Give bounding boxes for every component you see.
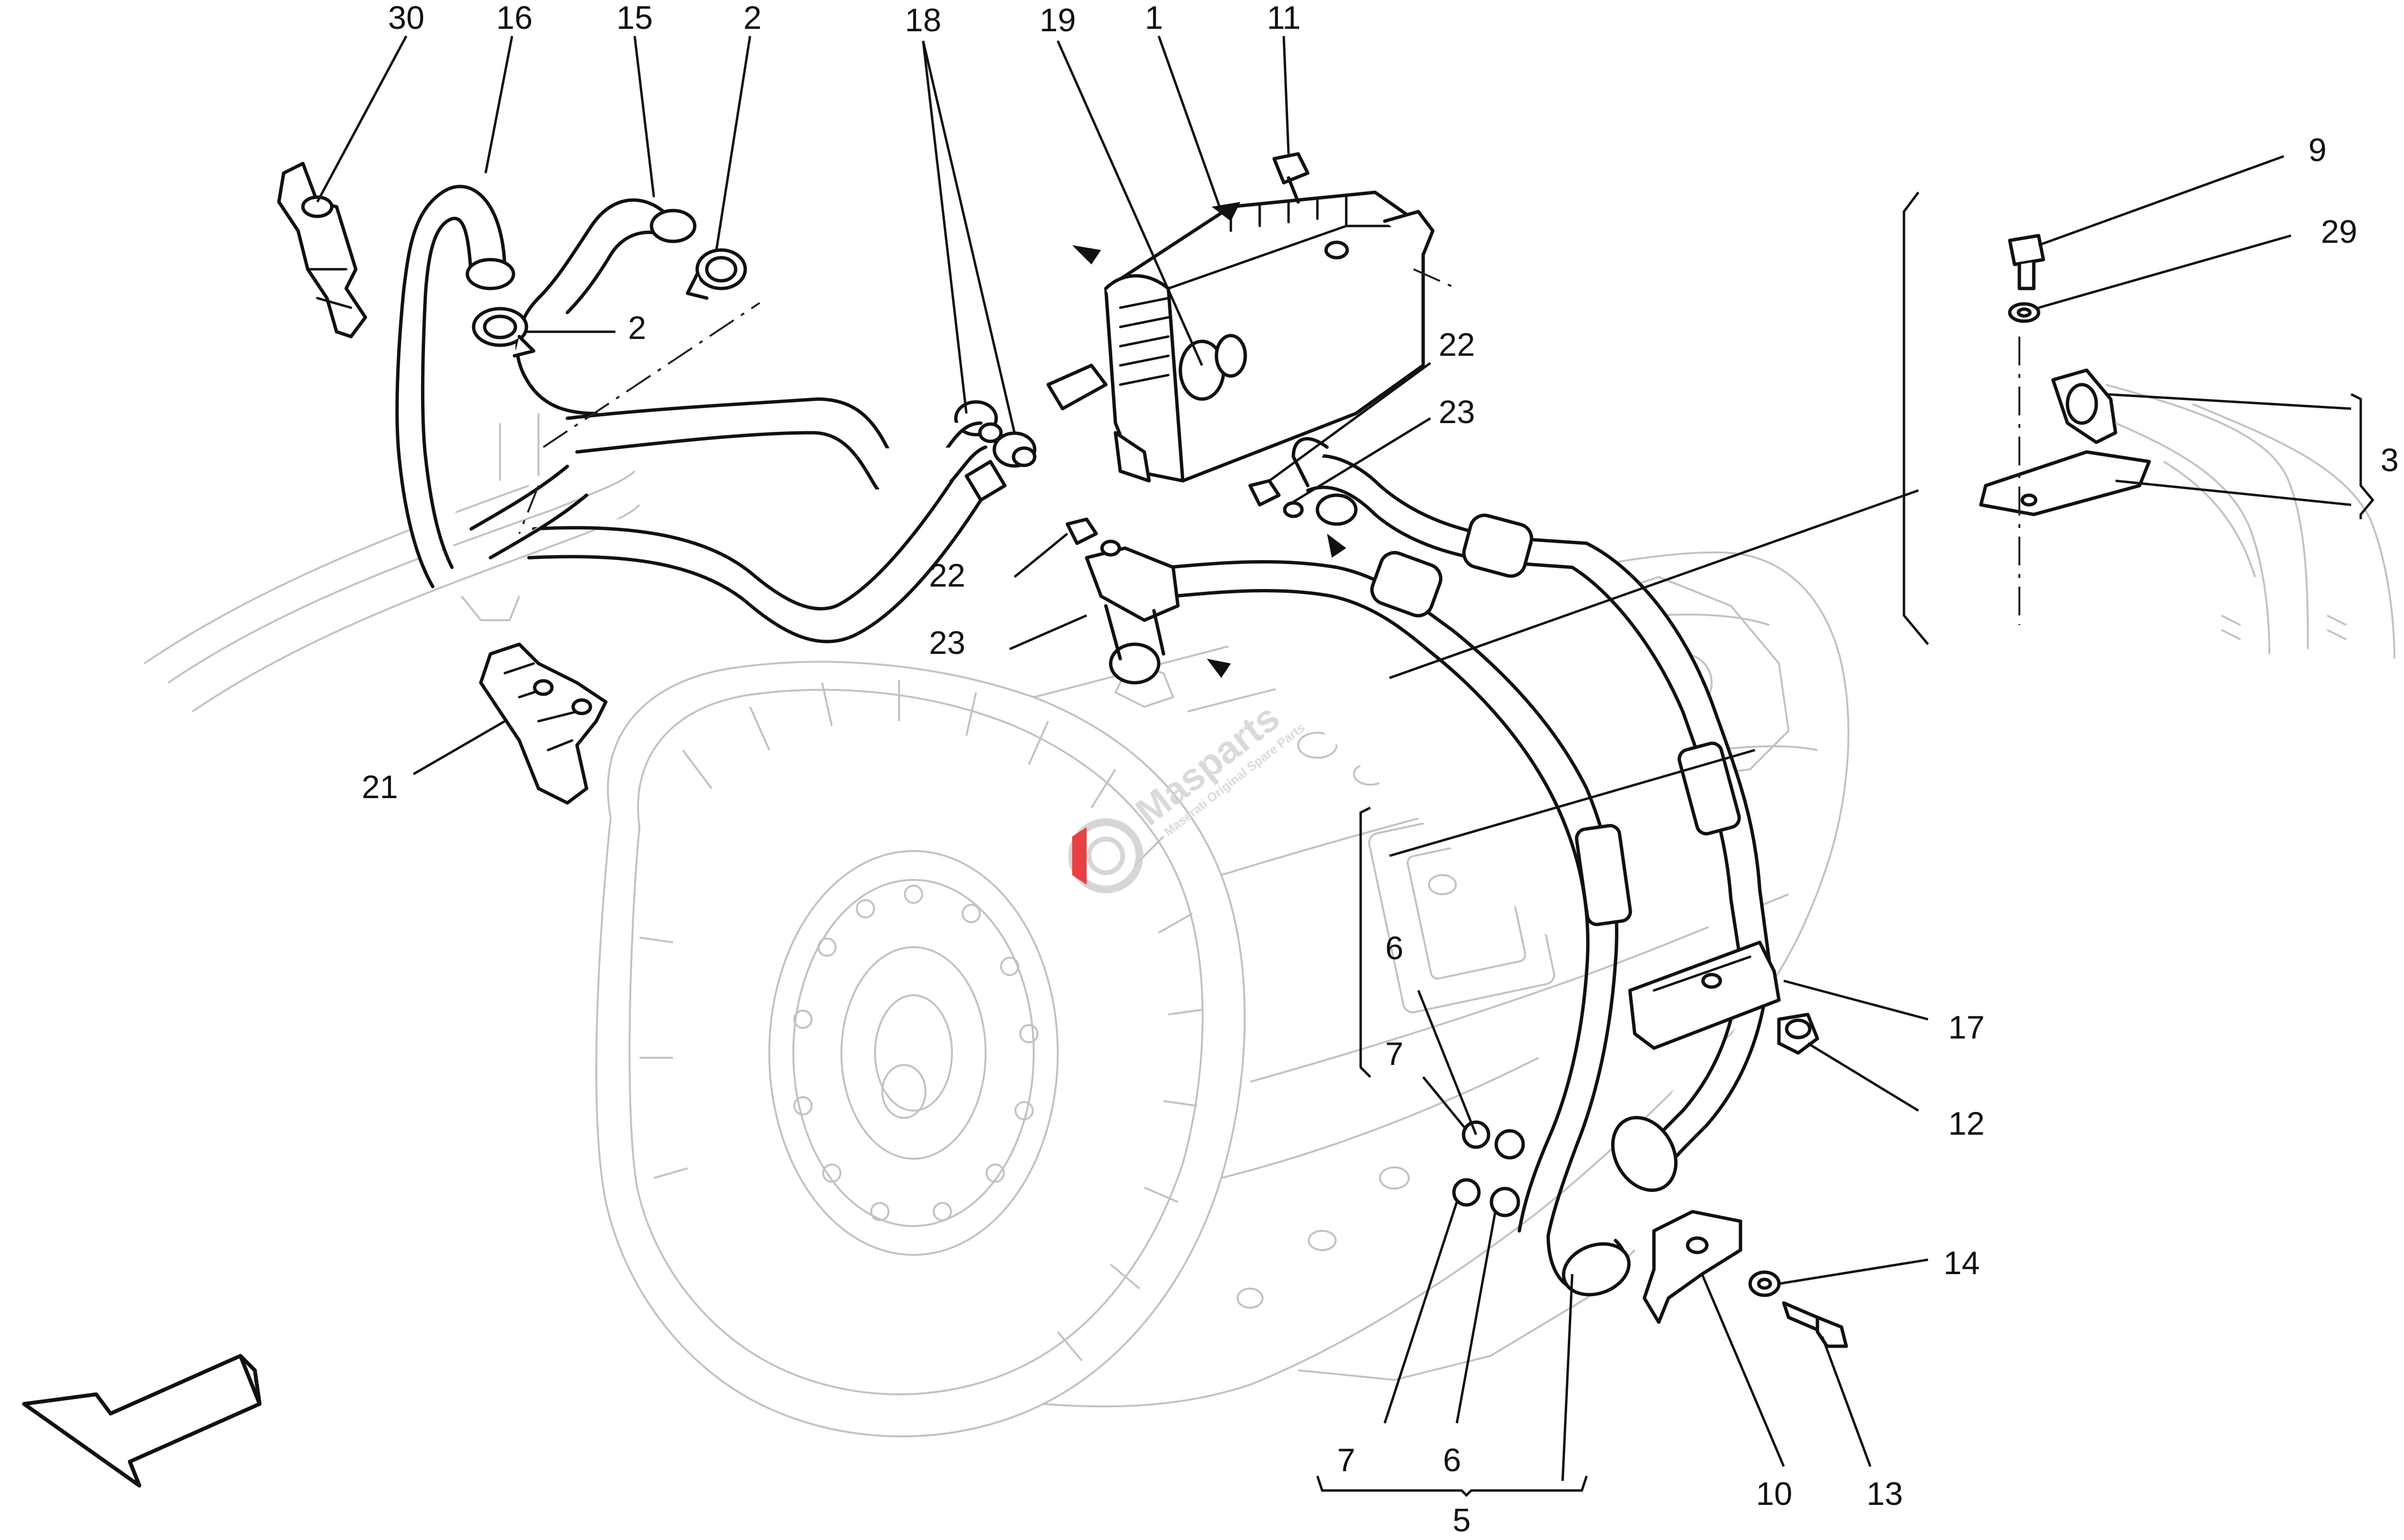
callout-13: 13 bbox=[1866, 1476, 1903, 1512]
callout-19: 19 bbox=[1039, 2, 1076, 38]
callout-22-lower: 22 bbox=[929, 557, 965, 594]
callout-10: 10 bbox=[1756, 1476, 1792, 1512]
leader-lines bbox=[316, 35, 2375, 1497]
callout-17: 17 bbox=[1948, 1009, 1985, 1046]
detail-inset bbox=[1903, 191, 2395, 659]
callout-15: 15 bbox=[616, 0, 653, 36]
callout-2-top: 2 bbox=[743, 0, 762, 36]
callout-2-middle: 2 bbox=[628, 310, 646, 346]
background-coolant-pipes bbox=[143, 413, 640, 713]
bolt-13 bbox=[1782, 1301, 1848, 1348]
assembly-centerlines bbox=[518, 268, 1457, 534]
callout-23-upper: 23 bbox=[1439, 394, 1475, 430]
callout-21: 21 bbox=[362, 769, 398, 805]
callout-6-lower: 6 bbox=[1443, 1442, 1461, 1478]
coolant-hoses bbox=[395, 185, 1007, 643]
seals-6-7 bbox=[1452, 1120, 1525, 1217]
callout-12: 12 bbox=[1948, 1105, 1985, 1142]
callout-6-upper: 6 bbox=[1385, 930, 1403, 966]
callout-5: 5 bbox=[1452, 1502, 1471, 1539]
callout-7-lower: 7 bbox=[1337, 1442, 1355, 1478]
washer-14 bbox=[1748, 1270, 1781, 1297]
hose-clamps-2 bbox=[472, 248, 747, 358]
pipe-bracket-17 bbox=[1628, 940, 1781, 1050]
oil-cooler bbox=[1104, 190, 1435, 483]
bracket-30 bbox=[277, 162, 367, 338]
callout-16: 16 bbox=[496, 0, 533, 36]
callout-1: 1 bbox=[1145, 0, 1163, 36]
callout-7-upper: 7 bbox=[1385, 1036, 1403, 1072]
callout-labels: 30 16 15 2 18 19 1 11 9 29 2 22 23 3 22 … bbox=[362, 0, 2399, 1539]
callout-22-upper: 22 bbox=[1439, 326, 1475, 363]
callout-14: 14 bbox=[1943, 1245, 1980, 1281]
callout-23-lower: 23 bbox=[929, 625, 965, 661]
flywheel-bolt-holes bbox=[793, 885, 1039, 1221]
bolt-12 bbox=[1777, 1013, 1819, 1055]
callout-29: 29 bbox=[2321, 213, 2357, 250]
front-direction-arrow bbox=[22, 1354, 262, 1488]
bracket-10 bbox=[1642, 1210, 1742, 1324]
callout-9: 9 bbox=[2308, 132, 2327, 168]
bolt-11 bbox=[1272, 152, 1310, 204]
callout-11: 11 bbox=[1267, 0, 1301, 36]
watermark-accent-mark bbox=[1072, 827, 1087, 885]
callout-3: 3 bbox=[2380, 442, 2399, 478]
bolts-washers-22 bbox=[1065, 479, 1304, 557]
callout-30: 30 bbox=[388, 0, 425, 36]
clip-21 bbox=[479, 642, 608, 805]
callout-18: 18 bbox=[905, 2, 941, 38]
gearbox-oil-pipes bbox=[1085, 437, 1771, 1297]
